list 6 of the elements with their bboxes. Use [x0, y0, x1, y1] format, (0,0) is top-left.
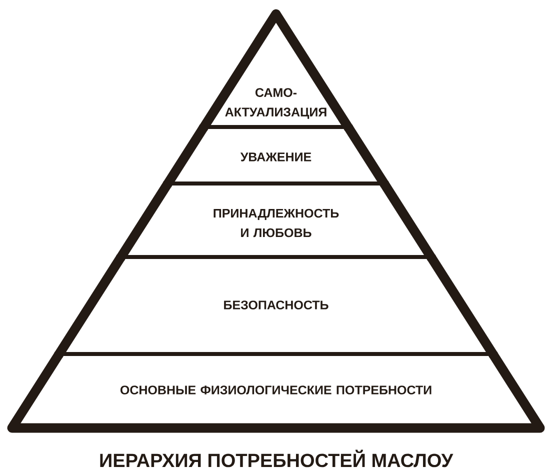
- pyramid-level: БЕЗОПАСНОСТЬ: [54, 254, 498, 358]
- pyramid-level: ОСНОВНЫЕ ФИЗИОЛОГИЧЕСКИЕ ПОТРЕБНОСТИ: [7, 351, 545, 433]
- pyramid-level: ПРИНАДЛЕЖНОСТЬ И ЛЮБОВЬ: [116, 180, 436, 262]
- diagram-title: ИЕРАРХИЯ ПОТРЕБНОСТЕЙ МАСЛОУ: [100, 450, 454, 468]
- pyramid-level: САМО- АКТУАЛИЗАЦИЯ: [198, 9, 354, 132]
- pyramid-level: УВАЖЕНИЕ: [162, 124, 390, 188]
